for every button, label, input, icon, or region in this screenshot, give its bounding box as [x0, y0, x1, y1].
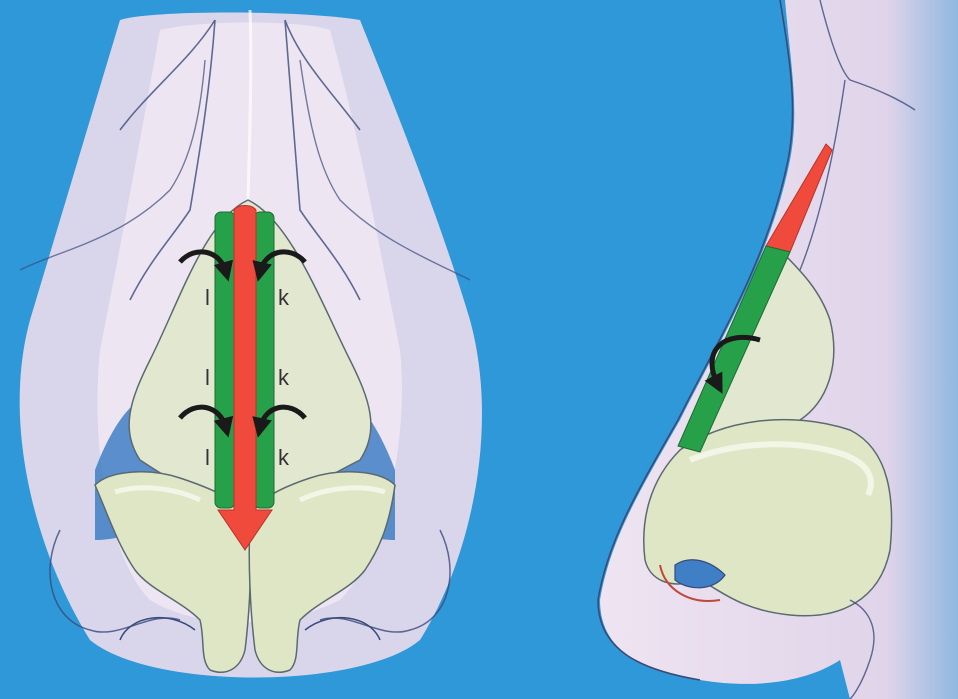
label-l-3: l: [205, 445, 210, 470]
label-l-1: l: [205, 285, 210, 310]
label-k-3: k: [278, 445, 290, 470]
label-k-2: k: [278, 365, 290, 390]
label-l-2: l: [205, 365, 210, 390]
label-k-1: k: [278, 285, 290, 310]
